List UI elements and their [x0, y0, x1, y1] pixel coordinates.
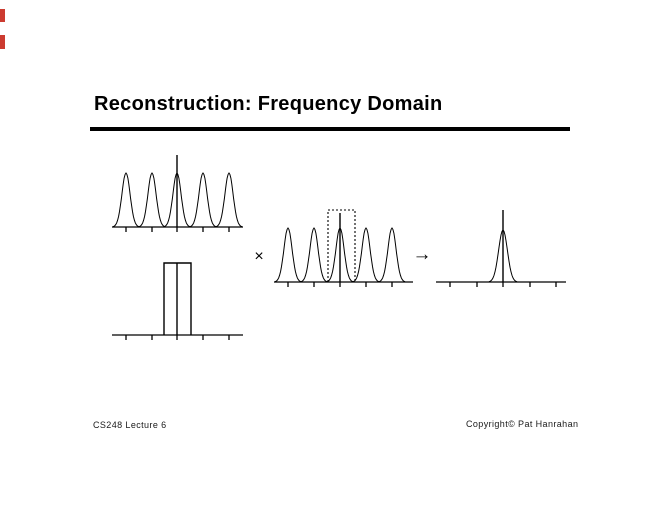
filtered-product	[274, 209, 413, 287]
spectrum-peak	[300, 227, 328, 283]
spectrum-peak	[352, 227, 380, 283]
title-underline-rule	[90, 127, 570, 131]
red-edge-artifact-mark	[0, 9, 5, 22]
arrow-operator: →	[412, 244, 432, 265]
dashed-filter-window	[327, 209, 356, 282]
sampled-spectrum	[112, 155, 243, 232]
box-reconstruction-filter	[112, 262, 243, 340]
footer-course-label: CS248 Lecture 6	[93, 420, 167, 430]
spectrum-peak	[112, 172, 140, 228]
spectrum-peak	[378, 227, 406, 283]
reconstructed-spectrum	[436, 210, 566, 287]
spectrum-peak	[189, 172, 217, 228]
spectrum-peak	[274, 227, 302, 283]
multiply-operator: ×	[254, 248, 264, 265]
footer-copyright: Copyright© Pat Hanrahan	[466, 419, 579, 429]
red-edge-artifact-mark	[0, 35, 5, 49]
spectrum-peak	[215, 172, 243, 228]
spectrum-peak	[138, 172, 166, 228]
slide-title: Reconstruction: Frequency Domain	[94, 93, 443, 115]
